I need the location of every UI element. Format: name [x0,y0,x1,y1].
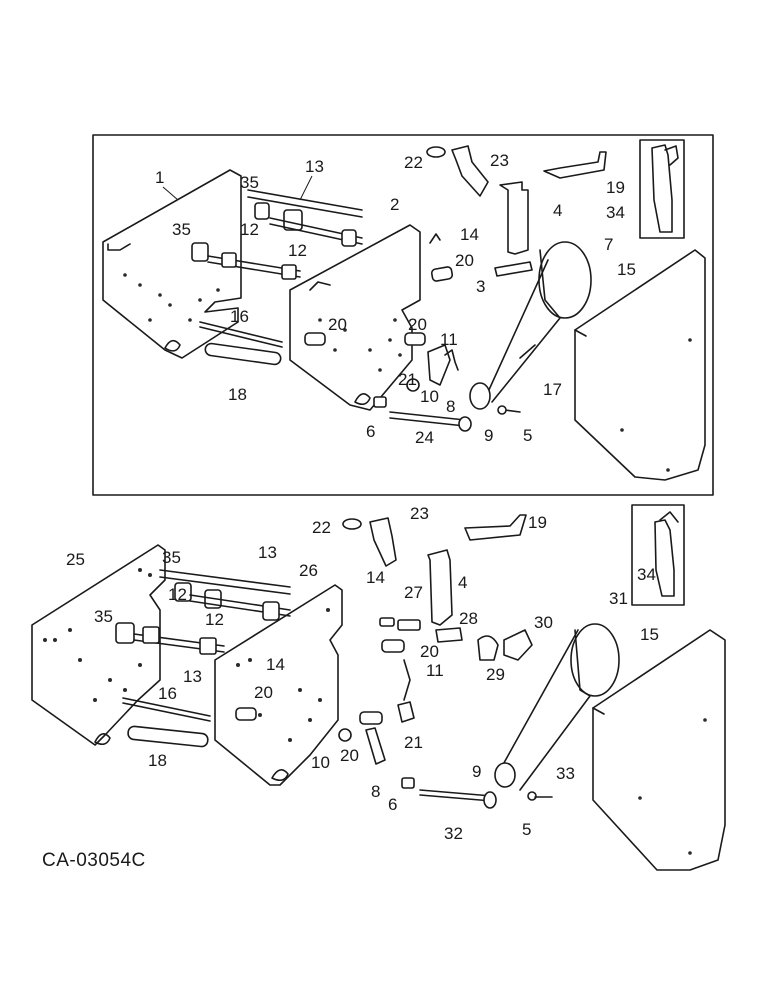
label-35-bottom-a: 35 [162,548,181,567]
label-10-top: 10 [420,387,439,406]
label-19-top: 19 [606,178,625,197]
label-22-bottom: 22 [312,518,331,537]
labels-bottom: 22 23 19 25 35 13 26 14 4 34 12 12 27 31… [66,504,659,843]
label-20-top-b: 20 [328,315,347,334]
label-15-bottom: 15 [640,625,659,644]
label-9-top: 9 [484,426,493,445]
label-31-bottom: 31 [609,589,628,608]
label-28-bottom: 28 [459,609,478,628]
label-11-top: 11 [440,330,458,349]
label-12-top-a: 12 [240,220,259,239]
guard-top [574,249,706,481]
label-20-bottom-a: 20 [420,642,439,661]
label-20-top-c: 20 [408,315,427,334]
label-24-top: 24 [415,428,434,447]
label-4-bottom: 4 [458,573,467,592]
shafts-top [191,189,363,366]
label-8-bottom: 8 [371,782,380,801]
label-1-top: 1 [155,168,164,187]
side-plate-left-top [102,169,242,359]
label-32-bottom: 32 [444,824,463,843]
label-35-top-a: 35 [240,173,259,192]
label-17-top: 17 [543,380,562,399]
label-13-bottom-b: 13 [183,667,202,686]
label-34-bottom: 34 [637,565,656,584]
guard-bottom [592,629,726,871]
label-20-top-a: 20 [455,251,474,270]
label-9-bottom: 9 [472,762,481,781]
label-18-bottom: 18 [148,751,167,770]
label-30-bottom: 30 [534,613,553,632]
label-5-bottom: 5 [522,820,531,839]
label-16-top: 16 [230,307,249,326]
label-15-top: 15 [617,260,636,279]
label-27-bottom: 27 [404,583,423,602]
top-assembly-frame [92,134,714,496]
label-20-bottom-b: 20 [254,683,273,702]
label-3-top: 3 [476,277,485,296]
label-8-top: 8 [446,397,455,416]
label-26-bottom: 26 [299,561,318,580]
label-35-top-b: 35 [172,220,191,239]
label-33-bottom: 33 [556,764,575,783]
label-12-bottom-a: 12 [168,585,187,604]
side-plate-right-top [289,224,421,411]
label-18-top: 18 [228,385,247,404]
label-16-bottom: 16 [158,684,177,703]
label-6-bottom: 6 [388,795,397,814]
label-10-bottom: 10 [311,753,330,772]
shafts-bottom [115,569,291,748]
side-plate-right-bottom [214,584,343,786]
label-19-bottom: 19 [528,513,547,532]
label-20-bottom-c: 20 [340,746,359,765]
label-22-top: 22 [404,153,423,172]
small-parts-bottom [235,511,679,809]
label-12-top-b: 12 [288,241,307,260]
side-plate-left-bottom [31,544,166,746]
label-34-top: 34 [606,203,625,222]
small-parts-top [304,144,679,432]
label-21-top: 21 [398,370,417,389]
label-14-bottom-a: 14 [366,568,385,587]
label-25-bottom: 25 [66,550,85,569]
label-13-top: 13 [305,157,324,176]
label-13-bottom-a: 13 [258,543,277,562]
label-29-bottom: 29 [486,665,505,684]
label-23-top: 23 [490,151,509,170]
label-2-top: 2 [390,195,399,214]
figure-code: CA-03054C [42,850,146,871]
label-23-bottom: 23 [410,504,429,523]
label-6-top: 6 [366,422,375,441]
label-11-bottom: 11 [426,661,444,680]
label-4-top: 4 [553,201,562,220]
label-14-bottom-b: 14 [266,655,285,674]
label-21-bottom: 21 [404,733,423,752]
label-12-bottom-b: 12 [205,610,224,629]
label-7-top: 7 [604,235,613,254]
label-35-bottom-b: 35 [94,607,113,626]
bottom-inset-frame [631,504,685,606]
labels-top: 1 35 13 35 12 12 2 22 23 19 34 4 14 7 20… [155,151,636,447]
label-5-top: 5 [523,426,532,445]
top-inset-frame [639,139,685,239]
label-14-top: 14 [460,225,479,244]
